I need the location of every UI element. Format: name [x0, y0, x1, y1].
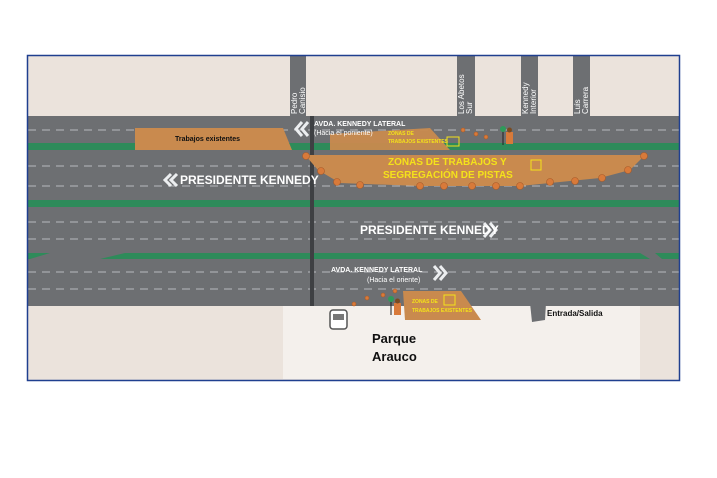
- chevron-right-icon: [482, 222, 492, 238]
- chevron-left-icon: [162, 172, 173, 188]
- place-name: Arauco: [372, 349, 417, 364]
- barrier-icon: [530, 159, 542, 171]
- chevron-right-icon: [432, 265, 442, 281]
- direction-arrows: [162, 121, 498, 281]
- barrier-icon: [443, 294, 456, 306]
- chevron-left-icon: [294, 121, 304, 137]
- street-label-luis-carrera: Luis: [573, 99, 582, 114]
- work-zone-title: ZONAS DE TRABAJOS Y: [388, 157, 507, 168]
- work-zone-title: SEGREGACIÓN DE PISTAS: [383, 168, 513, 181]
- street-label-kennedy-interior: Interior: [529, 89, 538, 114]
- place-name: Parque: [372, 331, 416, 346]
- lateral-south-name: AVDA. KENNEDY LATERAL: [331, 267, 423, 274]
- existing-works-label: Trabajos existentes: [175, 136, 240, 143]
- traffic-cones: [302, 127, 648, 307]
- existing-zone-label: ZONAS DE: [388, 131, 415, 137]
- street-luis-carrera: [573, 56, 590, 118]
- street-label-luis-carrera: Carrera: [581, 86, 590, 114]
- main-road-label-west: PRESIDENTE KENNEDY: [180, 173, 319, 187]
- existing-works-south: [403, 291, 481, 320]
- street-label-kennedy-interior: Kennedy: [521, 82, 530, 114]
- work-zone-main: [305, 155, 645, 186]
- main-road-label-east: PRESIDENTE KENNEDY: [360, 223, 499, 237]
- lateral-south-direction: (Hacia el oriente): [367, 277, 420, 284]
- street-label-pedro-canisio: Pedro: [290, 92, 299, 114]
- existing-works-north-2: [330, 128, 450, 150]
- lateral-north-name: AVDA. KENNEDY LATERAL: [314, 121, 406, 128]
- existing-zone-label: TRABAJOS EXISTENTES: [412, 308, 473, 314]
- street-kennedy-interior: [521, 56, 538, 118]
- street-label-los-abetos-sur: Sur: [465, 101, 474, 114]
- street-label-los-abetos-sur: Los Abetos: [457, 74, 466, 114]
- barrier-icon: [446, 136, 460, 147]
- street-pedro-canisio: [290, 56, 306, 118]
- entrance-label: Entrada/Salida: [547, 309, 603, 318]
- existing-zone-label: TRABAJOS EXISTENTES: [388, 139, 449, 145]
- existing-works-north: [135, 128, 292, 150]
- flagger-worker-icon: [500, 126, 513, 145]
- crossing-line: [310, 116, 314, 306]
- flagger-worker-icon: [388, 296, 401, 315]
- bus-icon: [329, 309, 348, 330]
- lateral-north-direction: (Hacia el poniente): [314, 130, 373, 137]
- map-border: [26, 54, 681, 382]
- existing-zone-label: ZONAS DE: [412, 299, 439, 305]
- street-label-pedro-canisio: Canisio: [298, 87, 307, 114]
- street-los-abetos-sur: [457, 56, 475, 118]
- entrance-driveway: [530, 303, 546, 322]
- street-labels: Pedro Canisio Los Abetos Sur Kennedy Int…: [290, 74, 590, 114]
- side-streets: [290, 56, 590, 322]
